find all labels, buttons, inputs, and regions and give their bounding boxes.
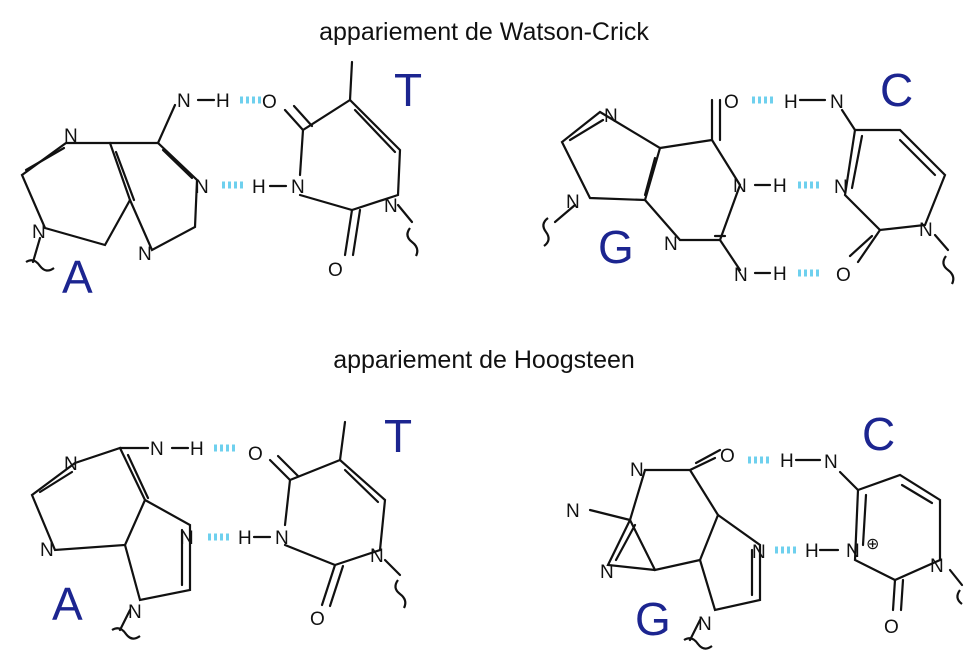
wc-base-a: A: [62, 251, 93, 303]
wc-a-atom-h: H: [216, 91, 230, 112]
wc-base-g: G: [598, 221, 634, 273]
hg-base-c: C: [862, 408, 895, 460]
watson-crick-guanine: [542, 98, 742, 272]
wc-g-atom-n: N: [566, 192, 580, 213]
hoogsteen-cytosine: [838, 470, 964, 612]
wc-t-atom-o: O: [328, 260, 343, 281]
hg-g-atom-o: O: [720, 446, 735, 467]
wc-g-atom-n: N: [734, 265, 748, 286]
hg-t-atom-n: N: [370, 546, 384, 567]
wc-a-atom-n: N: [64, 126, 78, 147]
hg-g-atom-n: N: [752, 542, 766, 563]
hg-a-atom-h: H: [190, 439, 204, 460]
positive-charge-icon: ⊕: [866, 534, 879, 553]
hg-c-atom-n: N: [824, 452, 838, 473]
wc-g-atom-o: O: [724, 92, 739, 113]
watson-crick-cytosine: [840, 108, 955, 285]
hoogsteen-guanine: [588, 448, 762, 650]
wc-a-atom-n: N: [32, 222, 46, 243]
wc-a-atom-n: N: [195, 177, 209, 198]
wc-t-atom-n: N: [384, 196, 398, 217]
hg-c-atom-h: H: [780, 451, 794, 472]
hg-c-atom-o: O: [884, 617, 899, 638]
wc-g-atom-n: N: [664, 234, 678, 255]
hoogsteen-title: appariement de Hoogsteen: [333, 346, 635, 374]
wc-base-t: T: [394, 64, 422, 116]
hg-c-atom-n: N: [846, 541, 860, 562]
hg-a-atom-n: N: [128, 602, 142, 623]
watson-crick-adenine: [20, 103, 199, 272]
wc-a-atom-n: N: [138, 244, 152, 265]
hg-t-atom-n: N: [275, 528, 289, 549]
wc-g-atom-h: H: [773, 264, 787, 285]
wc-c-atom-n: N: [834, 177, 848, 198]
hg-base-t: T: [384, 410, 412, 462]
hg-a-atom-n: N: [64, 454, 78, 475]
wc-g-atom-n: N: [604, 106, 618, 127]
wc-t-atom-o: O: [262, 92, 277, 113]
wc-c-atom-o: O: [836, 265, 851, 286]
hg-base-a: A: [52, 578, 83, 630]
hoogsteen-thymine: [268, 420, 407, 609]
wc-a-atom-n: N: [177, 91, 191, 112]
wc-c-atom-n: N: [830, 92, 844, 113]
hg-g-atom-n: N: [630, 460, 644, 481]
wc-base-c: C: [880, 64, 913, 116]
hg-base-g: G: [635, 593, 671, 645]
hg-g-atom-n: N: [600, 562, 614, 583]
hg-t-atom-o: O: [310, 609, 325, 630]
hg-a-atom-n: N: [150, 439, 164, 460]
hg-c-atom-n: N: [930, 556, 944, 577]
hg-g-atom-n: N: [698, 614, 712, 635]
hg-t-atom-o: O: [248, 444, 263, 465]
watson-crick-title: appariement de Watson-Crick: [319, 18, 649, 46]
hoogsteen-adenine: [30, 446, 192, 640]
wc-c-atom-h: H: [784, 92, 798, 113]
wc-g-atom-n: N: [733, 176, 747, 197]
hg-a-atom-n: N: [180, 528, 194, 549]
hg-t-atom-h: H: [238, 528, 252, 549]
wc-t-atom-h: H: [252, 177, 266, 198]
wc-t-atom-n: N: [291, 177, 305, 198]
wc-g-atom-h: H: [773, 176, 787, 197]
hg-g-atom-n: N: [566, 501, 580, 522]
hg-c-atom-h: H: [805, 541, 819, 562]
watson-crick-thymine: [283, 60, 419, 257]
hg-a-atom-n: N: [40, 540, 54, 561]
wc-c-atom-n: N: [919, 220, 933, 241]
